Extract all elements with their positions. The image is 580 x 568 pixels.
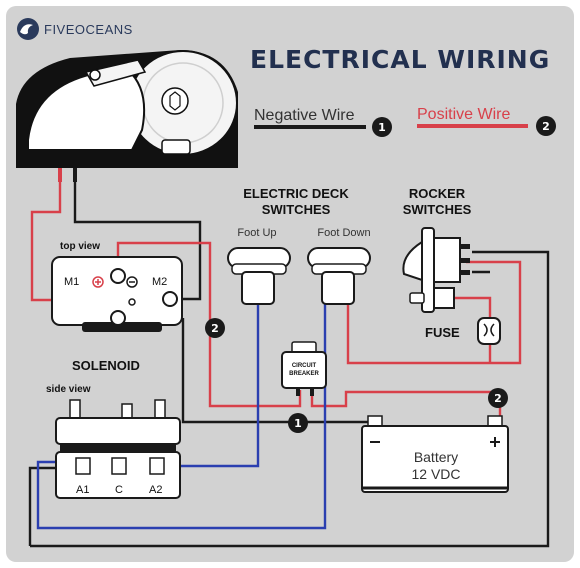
foot-down-label: Foot Down — [317, 227, 370, 239]
solenoid-top-view: M1 M2 — [51, 256, 183, 332]
page-title: ELECTRICAL WIRING — [250, 45, 550, 74]
solenoid-side-view: A1 C A2 — [55, 399, 181, 499]
positive-marker-number: 2 — [211, 322, 219, 335]
foot-down-body — [321, 271, 355, 305]
rocker-pin-2 — [460, 258, 470, 263]
deck-switches-title-line1: ELECTRIC DECK — [243, 186, 349, 201]
battery-voltage: 12 VDC — [411, 466, 460, 482]
top-view-label: top view — [60, 241, 100, 252]
toggle-body — [433, 287, 455, 309]
positive-marker-badge — [205, 318, 225, 338]
rocker-title-line2: SWITCHES — [403, 202, 472, 217]
solenoid-side-band — [60, 444, 176, 452]
windlass-arm-bolt — [89, 69, 101, 81]
blue-wire-foot-up-to-a2 — [160, 303, 260, 468]
rocker-switch-assembly — [402, 227, 470, 313]
terminal-m1-label: M1 — [64, 276, 79, 288]
solenoid-title: SOLENOID — [72, 358, 140, 373]
terminal-c-label: C — [115, 484, 123, 496]
terminal-a1-block — [75, 457, 91, 475]
minus-symbol-icon — [126, 276, 138, 288]
fuse-element — [483, 323, 495, 337]
legend: Negative Wire 1 Positive Wire 2 — [254, 106, 556, 137]
solenoid-top-base — [82, 322, 162, 332]
side-view-label: side view — [46, 384, 91, 395]
toggle-lever — [409, 292, 425, 304]
positive-marker-2-number: 2 — [494, 392, 502, 405]
fuse-holder — [477, 317, 501, 345]
pos-wire-rocker-to-fuse — [454, 296, 492, 320]
deck-switches-title-line2: SWITCHES — [262, 202, 331, 217]
foot-down-switch — [307, 247, 371, 305]
rocker-title-line1: ROCKER — [409, 186, 466, 201]
legend-negative-number: 1 — [378, 121, 386, 134]
legend-negative-badge — [372, 117, 392, 137]
terminal-m2-label: M2 — [152, 276, 167, 288]
foot-up-body — [241, 271, 275, 305]
windlass-hub — [161, 87, 189, 115]
legend-negative-label: Negative Wire — [254, 107, 355, 124]
neg-wire-outer-bottom — [30, 250, 550, 548]
breaker-pin-right — [310, 388, 314, 396]
terminal-m1-bolt — [110, 268, 126, 284]
terminal-a2-block — [149, 457, 165, 475]
neg-wire-windlass-to-m2 — [73, 180, 202, 301]
legend-positive-badge — [536, 116, 556, 136]
positive-marker-1: 2 — [205, 318, 225, 338]
pos-wire-foot-down — [346, 303, 500, 365]
wave-logo-swirl — [20, 24, 33, 35]
terminal-a1-label: A1 — [76, 484, 89, 496]
fuse — [477, 317, 501, 345]
terminal-c-block — [111, 457, 127, 475]
pos-wire-rocker-top — [466, 260, 522, 365]
battery: Battery 12 VDC — [361, 415, 509, 493]
solenoid-side-top — [55, 417, 181, 445]
legend-positive-number: 2 — [542, 120, 550, 133]
pos-wire-windlass-to-m1 — [30, 180, 68, 302]
negative-marker-number: 1 — [294, 417, 302, 430]
terminal-m2-bolt — [162, 291, 178, 307]
breaker-body — [281, 351, 327, 389]
blue-wire-foot-down-to-a1 — [36, 303, 327, 530]
positive-marker-2-badge — [488, 388, 508, 408]
breaker-label-line1: CIRCUIT — [292, 363, 317, 369]
terminal-a2-label: A2 — [149, 484, 162, 496]
fuse-label: FUSE — [425, 325, 460, 340]
negative-marker-badge — [288, 413, 308, 433]
brand-name: FIVEOCEANS — [44, 22, 133, 37]
foot-up-label: Foot Up — [237, 227, 276, 239]
rocker-pin-3 — [460, 270, 470, 275]
plus-symbol-icon — [92, 276, 104, 288]
breaker-pin-left — [296, 388, 300, 396]
rocker-body — [433, 237, 461, 283]
terminal-ground-bolt — [110, 310, 126, 326]
windlass-bracket — [161, 139, 191, 155]
windlass-arm — [84, 59, 147, 87]
battery-label: Battery — [414, 449, 458, 465]
positive-marker-2: 2 — [488, 388, 508, 408]
brand-logo: FIVEOCEANS — [17, 18, 133, 40]
rocker-lever — [402, 240, 423, 282]
small-screw — [128, 298, 136, 306]
rocker-pin-1 — [460, 244, 470, 249]
windlass-hub-gear — [169, 91, 181, 111]
foot-up-switch — [227, 247, 291, 305]
windlass-base — [16, 160, 238, 168]
circuit-breaker: CIRCUIT BREAKER — [281, 341, 327, 396]
battery-body — [361, 425, 509, 493]
windlass-motor — [16, 50, 238, 182]
negative-marker-1: 1 — [288, 413, 308, 433]
breaker-label-line2: BREAKER — [289, 371, 319, 377]
legend-positive-label: Positive Wire — [417, 106, 510, 123]
